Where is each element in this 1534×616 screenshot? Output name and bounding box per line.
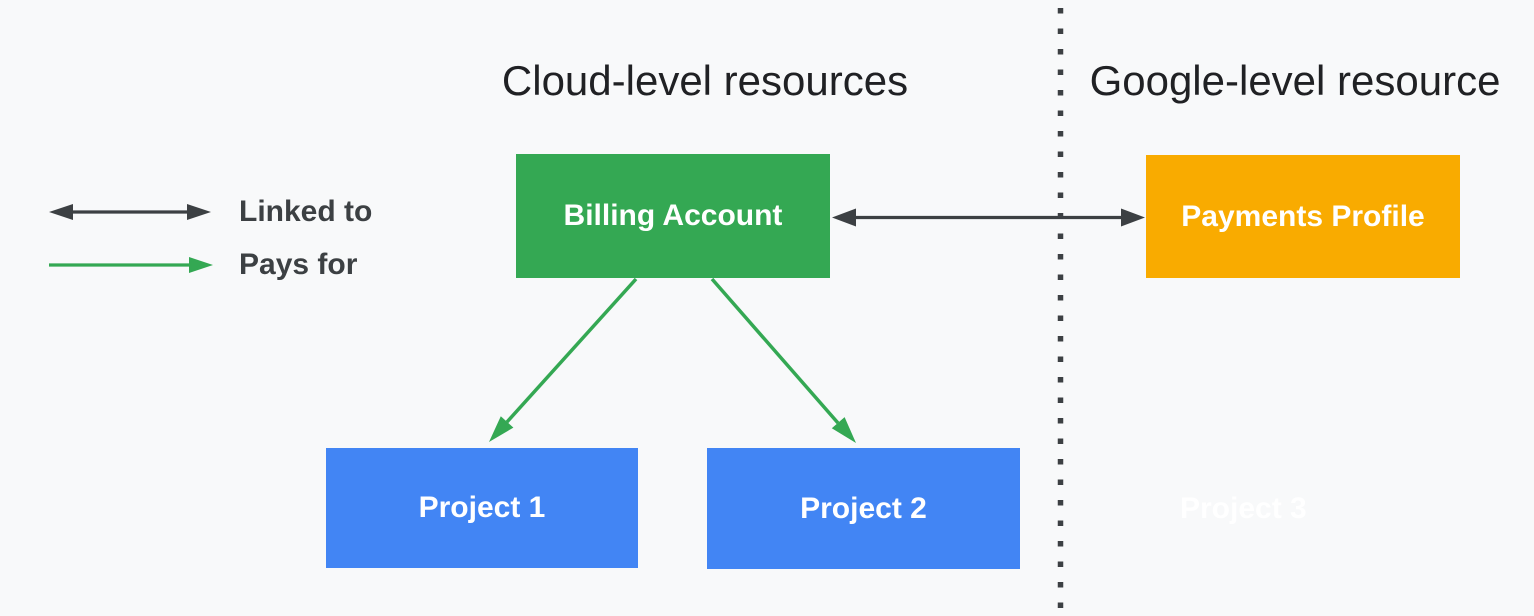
billing-account-node: Billing Account [516, 154, 830, 278]
linked-to-arrow-icon [49, 204, 211, 220]
pays-for-line-project2 [710, 277, 840, 425]
payments-profile-label: Payments Profile [1181, 199, 1425, 233]
pays-for-line-project1 [505, 277, 638, 424]
pays-for-arrow-icon [49, 257, 213, 273]
legend-item-pays-for: Pays for [47, 248, 372, 282]
billing-payments-link-arrowhead-right [1121, 208, 1145, 227]
payments-profile-node: Payments Profile [1146, 155, 1460, 278]
project-2-node: Project 2 [707, 448, 1020, 569]
billing-payments-link-arrowhead-left [832, 208, 856, 227]
legend: Linked to Pays for [47, 195, 372, 301]
project-1-label: Project 1 [418, 491, 546, 524]
project-2-label: Project 2 [800, 491, 927, 525]
legend-item-linked-to: Linked to [47, 195, 372, 229]
project-3-ghost-label: Project 3 [1180, 492, 1307, 525]
legend-label-pays-for: Pays for [239, 248, 358, 281]
pays-for-arrowhead-project2 [831, 417, 856, 443]
pays-for-arrowhead-project1 [489, 416, 514, 442]
billing-account-label: Billing Account [563, 199, 783, 232]
cloud-level-title: Cloud-level resources [501, 57, 909, 104]
legend-label-linked-to: Linked to [239, 195, 373, 228]
project-1-node: Project 1 [326, 448, 638, 568]
google-level-title: Google-level resource [1089, 57, 1501, 104]
